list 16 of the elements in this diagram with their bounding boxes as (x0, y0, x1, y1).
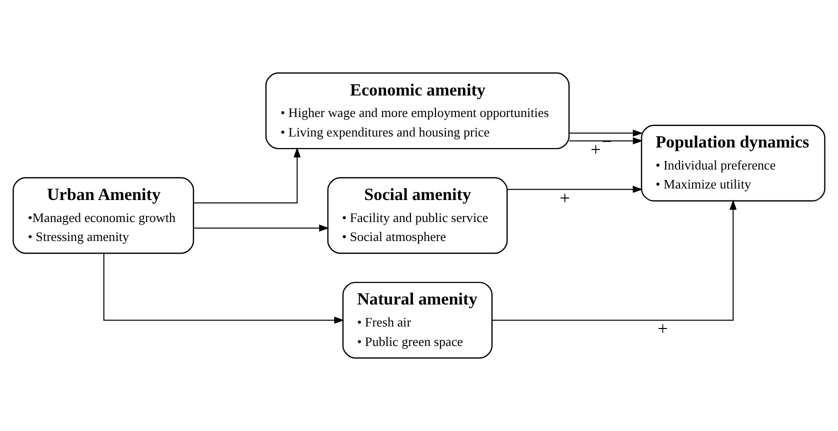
arrow (508, 186, 643, 193)
edge-label: − (602, 132, 612, 152)
arrow (194, 147, 301, 204)
arrow (103, 253, 344, 324)
node-box: Population dynamics • Individual preference • Maximize utility (640, 124, 826, 202)
edge-label: + (560, 188, 570, 208)
arrow (492, 200, 737, 321)
arrow (194, 224, 330, 232)
arrow (569, 130, 643, 137)
arrow (569, 137, 643, 144)
edge-label: + (658, 318, 668, 339)
node-box: Natural amenity • Fresh air • Public green space (342, 282, 493, 359)
node-box: Economic amenity • Higher wage and more employment opportunities • Living expenditures and housing price (265, 72, 570, 150)
edge-label: + (590, 139, 601, 160)
node-box: Social amenity • Facility and public service • Social atmosphere (327, 177, 508, 254)
node-box: Urban Amenity •Managed economic growth • Stressing amenity (12, 177, 194, 254)
